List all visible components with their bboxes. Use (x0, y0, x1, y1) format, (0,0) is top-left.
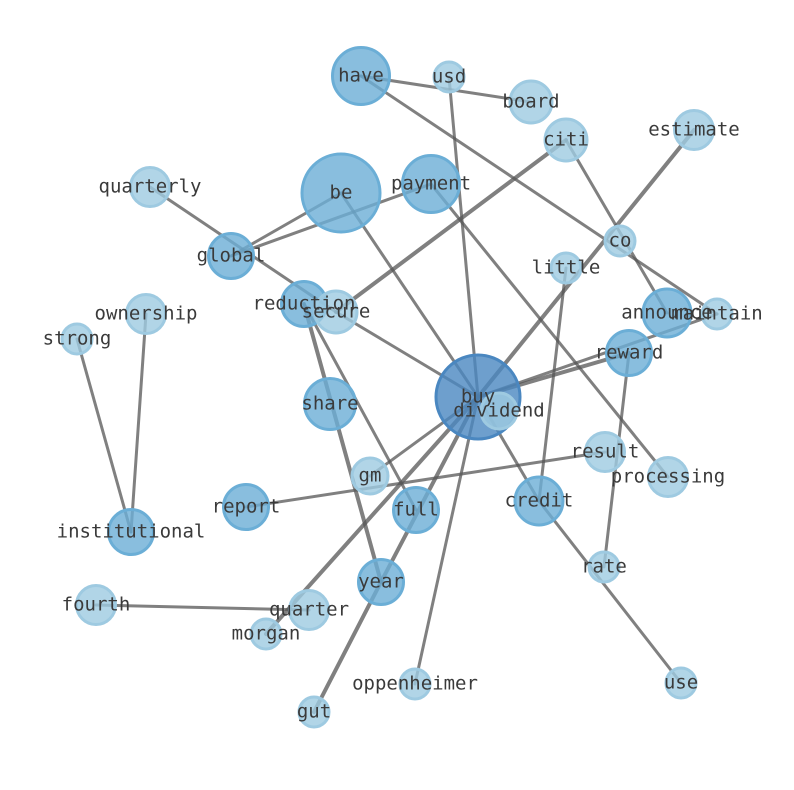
node-label-co: co (609, 230, 632, 252)
node-label-reward: reward (595, 342, 664, 364)
node-rate (587, 550, 621, 584)
node-citi (543, 117, 589, 163)
node-label-usd: usd (432, 66, 466, 88)
node-full (392, 486, 440, 534)
node-label-year: year (358, 571, 404, 593)
node-label-secure: secure (302, 301, 371, 323)
node-report (222, 483, 270, 531)
node-label-result: result (571, 441, 640, 463)
node-label-gm: gm (359, 465, 382, 487)
node-maintain (700, 297, 734, 331)
node-credit (513, 475, 565, 527)
edge-year-gut (312, 580, 383, 714)
node-label-buy: buy (461, 386, 495, 408)
node-label-reduction: reduction (253, 293, 356, 315)
node-label-be: be (330, 182, 353, 204)
node-payment (401, 154, 461, 214)
node-estimate (673, 109, 715, 151)
edge-credit-use (537, 499, 683, 685)
node-strong (60, 322, 94, 356)
node-quarter (288, 589, 330, 631)
node-year (357, 558, 405, 606)
label-layer: have usd board citi estimate quarterly be payme… (43, 65, 763, 723)
node-little (549, 251, 583, 285)
edge-reduction-year (302, 302, 383, 584)
node-oppenheimer (398, 667, 432, 701)
edge-have-maintain (359, 74, 719, 316)
node-quarterly (129, 166, 171, 208)
node-label-oppenheimer: oppenheimer (352, 673, 478, 695)
node-label-announce: announce (621, 302, 713, 324)
node-have (331, 46, 391, 106)
edge-buy-oppenheimer (413, 395, 480, 686)
node-morgan (249, 617, 283, 651)
node-use (664, 666, 698, 700)
node-secure (313, 289, 359, 335)
node-label-maintain: maintain (671, 303, 763, 325)
node-processing (647, 456, 689, 498)
node-result (584, 431, 626, 473)
node-label-citi: citi (543, 129, 589, 151)
node-label-estimate: estimate (648, 119, 740, 141)
edge-ownership-institutional (129, 312, 148, 534)
node-label-quarterly: quarterly (99, 176, 202, 198)
node-label-rate: rate (581, 556, 627, 578)
node-global (207, 232, 255, 280)
node-announce (641, 287, 693, 339)
node-label-full: full (393, 499, 439, 521)
edge-fourth-quarter (94, 603, 311, 612)
node-dividend (479, 391, 519, 431)
node-label-fourth: fourth (62, 594, 131, 616)
node-gm (350, 456, 390, 496)
node-be (300, 152, 382, 234)
node-board (508, 79, 554, 125)
edge-payment-processing (429, 182, 670, 479)
node-label-have: have (338, 65, 384, 87)
node-institutional (107, 508, 155, 556)
edge-usd-buy (447, 75, 480, 399)
node-label-payment: payment (391, 173, 471, 195)
node-label-little: little (532, 257, 601, 279)
node-fourth (75, 584, 117, 626)
node-label-strong: strong (43, 328, 112, 350)
edge-citi-secure (334, 138, 568, 314)
node-label-dividend: dividend (453, 400, 545, 422)
edge-result-report (244, 450, 607, 509)
node-label-gut: gut (297, 701, 331, 723)
node-reward (605, 329, 653, 377)
node-label-morgan: morgan (232, 623, 301, 645)
node-label-report: report (212, 496, 281, 518)
node-label-ownership: ownership (95, 303, 198, 325)
node-label-quarter: quarter (269, 599, 349, 621)
edge-layer (75, 74, 719, 714)
node-usd (432, 60, 466, 94)
edge-estimate-buy (476, 128, 696, 399)
node-label-credit: credit (505, 490, 574, 512)
node-gut (297, 695, 331, 729)
node-share (303, 377, 357, 431)
node-layer (60, 46, 734, 729)
node-label-board: board (502, 91, 559, 113)
node-label-use: use (664, 672, 698, 694)
node-label-global: global (197, 245, 266, 267)
node-label-share: share (301, 393, 358, 415)
node-label-processing: processing (611, 466, 725, 488)
edge-reduction-full (302, 302, 418, 512)
node-co (603, 224, 637, 258)
node-ownership (125, 293, 167, 335)
node-label-institutional: institutional (57, 521, 206, 543)
edge-strong-institutional (75, 337, 133, 534)
